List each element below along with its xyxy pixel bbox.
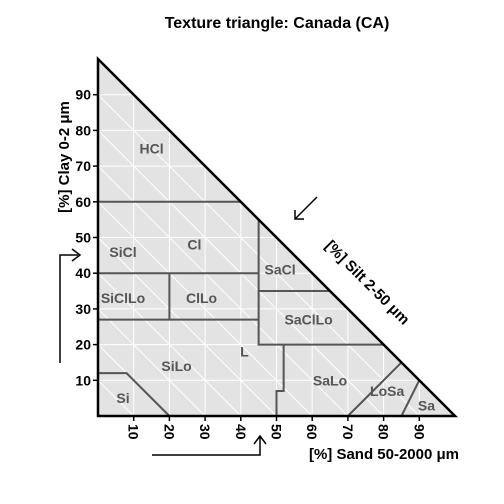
class-boundaries — [98, 200, 421, 417]
class-label-l: L — [240, 344, 249, 360]
clay-tick-label: 20 — [75, 337, 91, 353]
class-label-sicl: SiCl — [109, 244, 136, 260]
class-label-sa: Sa — [418, 397, 435, 413]
sand-tick-label: 60 — [304, 424, 320, 440]
class-label-sacllo: SaClLo — [285, 312, 333, 328]
sand-tick-label: 20 — [161, 424, 177, 440]
class-label-cl: Cl — [187, 237, 201, 253]
clay-tick-label: 80 — [75, 122, 91, 138]
silt-direction-arrow — [294, 196, 318, 220]
class-label-cllo: ClLo — [186, 290, 217, 306]
sand-tick-label: 50 — [269, 424, 285, 440]
grid-line-silt — [97, 308, 206, 417]
grid-line-silt — [97, 201, 313, 417]
class-label-silo: SiLo — [161, 358, 191, 374]
class-label-losa: LoSa — [370, 383, 404, 399]
clay-tick-label: 10 — [75, 372, 91, 388]
grid-line-silt — [97, 379, 135, 417]
sand-axis-title: [%] Sand 50-2000 μm — [309, 446, 459, 463]
clay-tick-label: 90 — [75, 87, 91, 103]
clay-tick-label: 40 — [75, 265, 91, 281]
class-boundary — [347, 361, 403, 417]
class-label-hcl: HCl — [139, 140, 163, 156]
sand-tick-label: 40 — [233, 424, 249, 440]
sand-tick-label: 90 — [411, 424, 427, 440]
grid-line-silt — [97, 272, 242, 417]
class-boundary — [275, 344, 285, 416]
clay-tick-label: 30 — [75, 301, 91, 317]
class-boundary — [98, 372, 171, 417]
sand-tick-label: 80 — [376, 424, 392, 440]
sand-tick-label: 10 — [126, 424, 142, 440]
clay-tick-label: 60 — [75, 194, 91, 210]
sand-tick-label: 70 — [340, 424, 356, 440]
class-boundary — [400, 379, 421, 417]
clay-axis-ticks: 10 20 30 40 50 60 70 80 90 — [75, 87, 98, 388]
class-label-sacl: SaCl — [265, 262, 296, 278]
sand-tick-label: 30 — [197, 424, 213, 440]
grid-line-silt — [97, 165, 349, 417]
clay-tick-label: 70 — [75, 158, 91, 174]
clay-tick-label: 50 — [75, 230, 91, 246]
clay-axis-title: [%] Clay 0-2 μm — [56, 101, 73, 213]
sand-direction-arrow — [152, 434, 267, 456]
clay-direction-arrow — [59, 248, 82, 363]
grid-line-silt — [97, 237, 277, 417]
class-label-sicllo: SiClLo — [101, 290, 145, 306]
class-boundary — [257, 219, 284, 346]
chart-title: Texture triangle: Canada (CA) — [165, 15, 390, 32]
class-label-si: Si — [116, 390, 129, 406]
sand-axis-ticks: 10 20 30 40 50 60 70 80 90 — [126, 416, 427, 440]
class-label-salo: SaLo — [313, 372, 347, 388]
